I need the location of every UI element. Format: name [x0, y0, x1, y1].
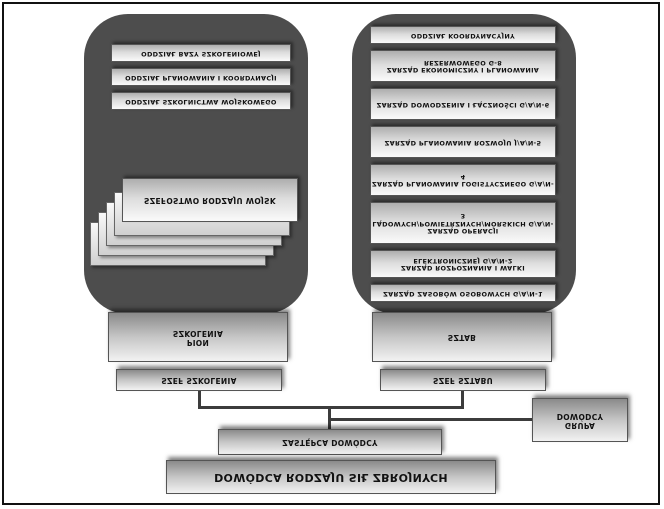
pion-szkolenia-line2: SZKOLENIA: [172, 329, 224, 338]
right-unit-2: ZARZĄD EKONOMICZNY I PLANOWANIA REZERWOW…: [370, 50, 556, 82]
right-unit-7-label: ZARZĄD ROZPOZNANIA I WALKI ELEKTRONICZNE…: [400, 257, 525, 273]
right-unit-1-label: ODDZIAŁ KOORDYNACYJNY: [410, 31, 516, 40]
sztab-label: SZTAB: [447, 333, 477, 343]
dowodca-box: DOWÓDCA RODZAJU SIŁ ZBROJNYCH: [166, 460, 496, 494]
dowodca-label: DOWÓDCA RODZAJU SIŁ ZBROJNYCH: [214, 471, 448, 485]
pion-szkolenia-box: PION SZKOLENIA: [108, 312, 288, 362]
right-unit-6-label: ZARZĄD OPERACJI LĄDOWYCH/POWIETRZNYCH/MO…: [372, 212, 554, 236]
zastepca-dowodcy-label: ZASTĘPCA DOWÓDCY: [282, 438, 378, 448]
right-unit-4: ZARZĄD PLANOWANIA ROZWOJU J/A/N-5: [370, 126, 556, 158]
left-unit-1: ODDZIAŁ BAZY SZKOLENIOWEJ: [111, 44, 291, 62]
left-unit-3: ODDZIAŁ SZKOLNICTWA WOJSKOWEGO: [111, 92, 291, 110]
right-unit-5-label: ZARZĄD PLANOWANIA LOGISTYCZNEGO G/A/N-4: [371, 173, 555, 189]
szef-szkolenia-box: SZEF SZKOLENIA: [116, 369, 282, 391]
left-unit-1-label: ODDZIAŁ BAZY SZKOLENIOWEJ: [141, 49, 261, 58]
grupa-dowodcy-box: GRUPA DOWÓDCY: [532, 398, 628, 442]
left-unit-3-label: ODDZIAŁ SZKOLNICTWA WOJSKOWEGO: [125, 97, 277, 106]
right-unit-5: ZARZĄD PLANOWANIA LOGISTYCZNEGO G/A/N-4: [370, 164, 556, 196]
right-unit-7: ZARZĄD ROZPOZNANIA I WALKI ELEKTRONICZNE…: [370, 250, 556, 278]
right-unit-6: ZARZĄD OPERACJI LĄDOWYCH/POWIETRZNYCH/MO…: [370, 202, 556, 244]
szef-sztabu-box: SZEF SZTABU: [380, 369, 546, 391]
grupa-dowodcy-line1: GRUPA: [564, 420, 596, 430]
right-unit-8-label: ZARZĄD ZASOBÓW OSOBOWYCH G/A/N-1: [383, 289, 543, 298]
right-unit-4-label: ZARZĄD PLANOWANIA ROZWOJU J/A/N-5: [384, 138, 542, 147]
right-unit-8: ZARZĄD ZASOBÓW OSOBOWYCH G/A/N-1: [370, 284, 556, 302]
pion-szkolenia-line1: PION: [186, 337, 210, 347]
sztab-box: SZTAB: [372, 312, 552, 362]
szefostwo-label: SZEFOSTWO RODZAJU WOJSK: [144, 196, 276, 206]
right-unit-1: ODDZIAŁ KOORDYNACYJNY: [370, 26, 556, 44]
left-unit-2-label: ODDZIAŁ PLANOWANIA I KOORDYNACJI: [125, 73, 277, 82]
connector-horizontal: [198, 406, 464, 409]
right-unit-3-label: ZARZĄD DOWODZENIA I ŁĄCZNOŚCI G/A/N-6: [376, 100, 550, 109]
szef-szkolenia-label: SZEF SZKOLENIA: [161, 376, 237, 386]
connector-left-vertical: [198, 391, 201, 408]
zastepca-dowodcy-box: ZASTĘPCA DOWÓDCY: [218, 429, 442, 455]
connector-group-horizontal: [328, 418, 536, 421]
right-unit-3: ZARZĄD DOWODZENIA I ŁĄCZNOŚCI G/A/N-6: [370, 88, 556, 120]
grupa-dowodcy-line2: DOWÓDCY: [556, 412, 604, 421]
connector-right-vertical: [461, 391, 464, 408]
szef-sztabu-label: SZEF SZTABU: [433, 376, 493, 386]
left-unit-2: ODDZIAŁ PLANOWANIA I KOORDYNACJI: [111, 68, 291, 86]
right-unit-2-label: ZARZĄD EKONOMICZNY I PLANOWANIA REZERWOW…: [386, 59, 540, 75]
szefostwo-box: SZEFOSTWO RODZAJU WOJSK: [122, 178, 298, 222]
